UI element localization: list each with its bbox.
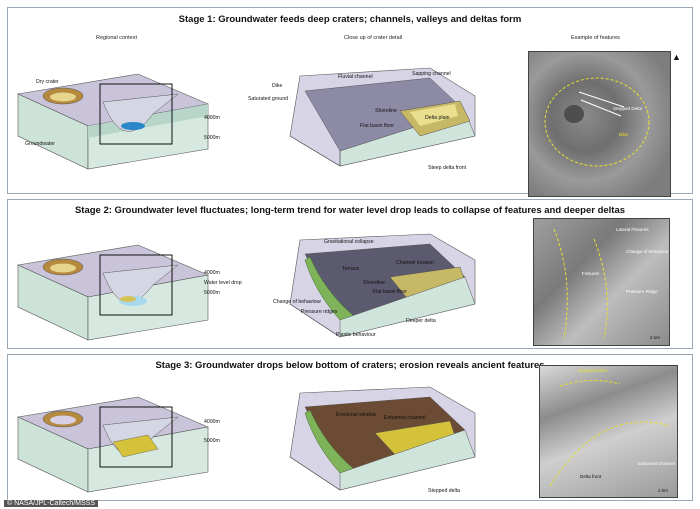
photo1-stepped-delta-label: Stepped Delta [613, 106, 643, 111]
stage-3-closeup-diagram [289, 386, 476, 491]
stage-2-shoreline-label: Shoreline [363, 280, 385, 286]
depth-5000-label: 5000m [204, 135, 220, 141]
delta-plain-label: Delta plain [425, 115, 450, 121]
stage-3-depth-5000-label: 5000m [204, 438, 220, 444]
groundwater-label: Groundwater [25, 141, 55, 147]
stage-1-title-text: Groundwater feeds deep craters; channels… [215, 14, 522, 25]
stage-3-prefix: Stage 3: [155, 360, 193, 371]
flat-basin-floor-label: Flat basin floor [360, 123, 395, 129]
example-header: Example of features [571, 35, 620, 41]
photo2-change-label: Change of behaviour [626, 249, 669, 254]
stage-3-panel: Stage 3: Groundwater drops below bottom … [7, 354, 693, 501]
stage-1-example-image: Stepped Delta Dike [528, 51, 671, 197]
north-arrow-icon: ▲ [672, 52, 681, 62]
stage-3-title-text: Groundwater drops below bottom of crater… [192, 360, 545, 371]
dike-label: Dike [272, 83, 283, 89]
stage-1-prefix: Stage 1: [178, 14, 216, 25]
change-of-behaviour-label: Change of behaviour [273, 299, 322, 305]
photo3-exhumed-channel-label: Exhumed channel [638, 461, 675, 466]
terrace-label: Terrace [342, 266, 360, 272]
channel-incision-label: Channel incision [396, 260, 435, 266]
stage-2-title: Stage 2: Groundwater level fluctuates; l… [8, 205, 692, 216]
stepped-delta-label: Stepped delta [428, 488, 461, 494]
shoreline-label: Shoreline [375, 108, 397, 114]
deeper-delta-label: Deeper delta [406, 318, 436, 324]
stage-3-example-image: Stepped Delta Delta front Exhumed channe… [539, 365, 678, 498]
fluvial-channel-label: Fluvial channel [338, 74, 373, 80]
photo3-stepped-delta-label: Stepped Delta [578, 368, 608, 373]
image-credit: © NASA/JPL-Caltech/MSSS [4, 500, 99, 507]
stage-3-scale-label: 2 km [658, 488, 668, 493]
stage-2-depth-5000-label: 5000m [204, 290, 220, 296]
stage-2-closeup-diagram [289, 233, 476, 338]
closeup-header: Close up of crater detail [344, 35, 403, 41]
stage-1-regional-diagram [16, 73, 210, 170]
pressure-ridges-label: Pressure ridges [301, 309, 338, 315]
stage-1-title: Stage 1: Groundwater feeds deep craters;… [8, 14, 692, 25]
stage-3-title: Stage 3: Groundwater drops below bottom … [8, 360, 692, 371]
stage-2-panel: Stage 2: Groundwater level fluctuates; l… [7, 199, 693, 349]
exhumed-channel-label: Exhumed channel [384, 415, 426, 421]
stage-3-regional-diagram [16, 396, 210, 493]
pressure-ridge-label: Pressure Ridge [626, 289, 658, 294]
stage-2-prefix: Stage 2: [74, 205, 112, 216]
water-level-drop-label: Water level drop [204, 280, 242, 286]
stage-2-example-image: Lateral Fissures Change of behaviour Fis… [533, 218, 670, 346]
stage-2-depth-4000-label: 4000m [204, 270, 220, 276]
stage-2-scale-label: 2 km [650, 335, 660, 340]
saturated-ground-label: Saturated ground [248, 96, 289, 102]
fissures-label: Fissures [582, 271, 600, 276]
erosional-window-label: Erosional window [336, 412, 377, 418]
depth-4000-label: 4000m [204, 115, 220, 121]
stage-2-regional-diagram [16, 244, 210, 341]
stage-2-flat-basin-label: Flat basin floor [373, 289, 408, 295]
gravitational-collapse-label: Gravitational collapse [324, 239, 374, 245]
stage-1-closeup-diagram [289, 67, 476, 167]
plastic-behaviour-label: Plastic behaviour [336, 332, 376, 338]
regional-context-header: Regional context [96, 35, 137, 41]
stage-2-title-text: Groundwater level fluctuates; long-term … [111, 205, 626, 216]
steep-delta-front-label: Steep delta front [428, 165, 467, 171]
stage-3-depth-4000-label: 4000m [204, 419, 220, 425]
stage-1-panel: Stage 1: Groundwater feeds deep craters;… [7, 7, 693, 197]
dry-crater-label: Dry crater [36, 79, 59, 85]
photo3-delta-front-label: Delta front [580, 474, 602, 479]
lateral-fissures-label: Lateral Fissures [616, 227, 649, 232]
sapping-channel-label: Sapping channel [412, 71, 451, 77]
photo1-dike-label: Dike [619, 132, 629, 137]
